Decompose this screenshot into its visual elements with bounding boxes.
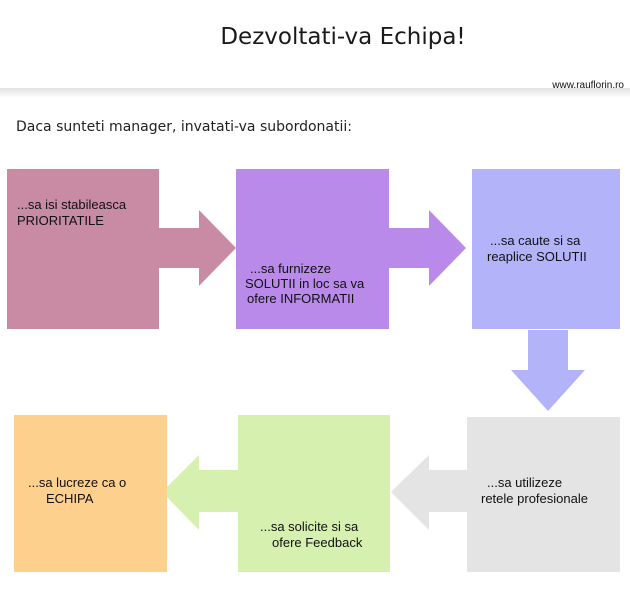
arrow-step3-to-step4 xyxy=(511,330,585,411)
step-box-6: ...sa lucreze ca o ECHIPA xyxy=(14,415,167,572)
step-1-line-2: PRIORITATILE xyxy=(17,213,104,228)
step-4-line-2: retele profesionale xyxy=(481,491,588,506)
step-box-3: ...sa caute si sa reaplice SOLUTII xyxy=(472,169,620,329)
arrow-step5-to-step6 xyxy=(162,455,238,530)
step-1-line-1: ...sa isi stabileasca xyxy=(17,197,127,212)
arrow-step2-to-step3 xyxy=(389,210,466,286)
step-6-line-1: ...sa lucreze ca o xyxy=(28,475,127,490)
step-4-line-1: ...sa utilizeze xyxy=(487,475,563,490)
step-box-1: ...sa isi stabileasca PRIORITATILE xyxy=(7,169,159,329)
step-box-4: ...sa utilizeze retele profesionale xyxy=(467,417,620,572)
step-2-line-2: SOLUTII in loc sa va xyxy=(245,276,365,291)
step-2-line-1: ...sa furnizeze xyxy=(250,261,331,276)
step-3-line-2: reaplice SOLUTII xyxy=(487,249,587,264)
step-box-2: ...sa furnizeze SOLUTII in loc sa va ofe… xyxy=(236,169,389,329)
step-6-line-2: ECHIPA xyxy=(46,491,94,506)
arrow-step4-to-step5 xyxy=(391,455,467,530)
step-3-line-1: ...sa caute si sa xyxy=(490,233,581,248)
header-divider xyxy=(0,88,630,98)
step-box-5: ...sa solicite si sa ofere Feedback xyxy=(238,415,390,572)
site-url: www.rauflorin.ro xyxy=(552,80,624,91)
step-5-line-2: ofere Feedback xyxy=(272,535,363,550)
arrow-step1-to-step2 xyxy=(159,210,236,286)
page-title: Dezvoltati-va Echipa! xyxy=(220,24,466,50)
step-5-line-1: ...sa solicite si sa xyxy=(260,519,359,534)
step-2-line-3: ofere INFORMATII xyxy=(247,291,355,306)
intro-text: Daca sunteti manager, invatati-va subord… xyxy=(16,119,352,135)
